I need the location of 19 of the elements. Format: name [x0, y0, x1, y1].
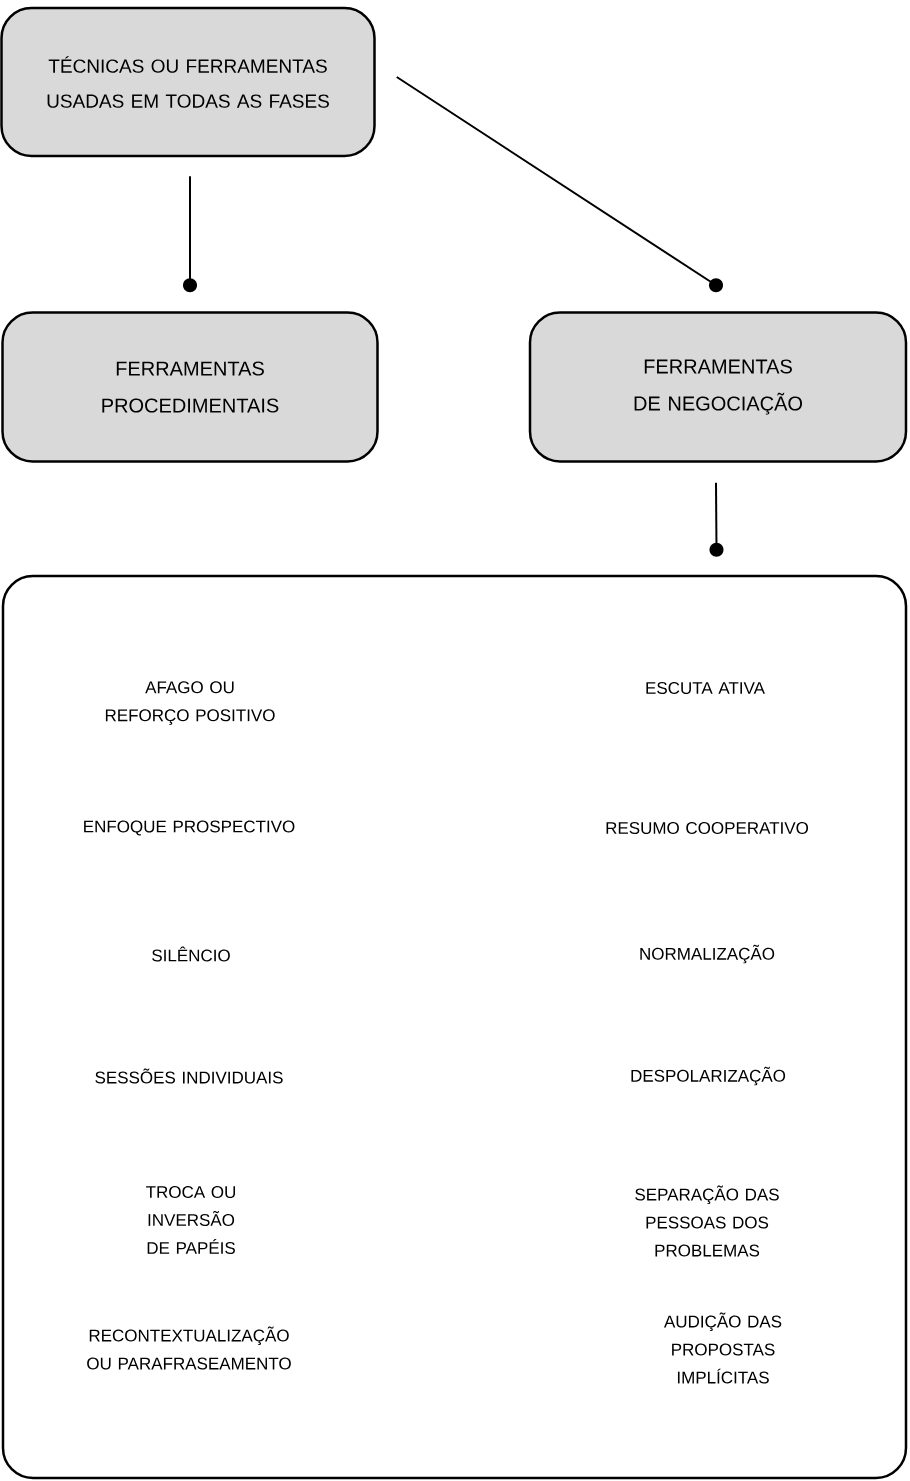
rounded-box: FERRAMENTAS DE NEGOCIAÇÃO [528, 311, 908, 463]
rounded-box: TÉCNICAS OU FERRAMENTAS USADAS EM TODAS AS FASES [0, 6, 376, 158]
list-item: SEPARAÇÃO DAS PESSOAS DOS PROBLEMAS [635, 1185, 779, 1257]
list-item: TROCA OU INVERSÃO DE PAPÉIS [146, 1186, 235, 1255]
list-item: AFAGO OU REFORÇO POSITIVO [105, 681, 275, 725]
list-item: RESUMO COOPERATIVO [606, 822, 809, 835]
list-item: ESCUTA ATIVA [646, 682, 765, 695]
list-item: NORMALIZAÇÃO [640, 944, 775, 964]
list-panel [1, 574, 908, 1480]
list-item: RECONTEXTUALIZAÇÃO OU PARAFRASEAMENTO [87, 1326, 291, 1370]
connector [709, 481, 724, 557]
list-item: SILÊNCIO [152, 946, 230, 962]
list-item: DESPOLARIZAÇÃO [631, 1066, 786, 1086]
rounded-box: FERRAMENTAS PROCEDIMENTAIS [1, 311, 379, 463]
list-item: AUDIÇÃO DAS PROPOSTAS IMPLÍCITAS [664, 1312, 782, 1384]
list-item: SESSÕES INDIVIDUAIS [95, 1068, 283, 1084]
list-item: ENFOQUE PROSPECTIVO [84, 820, 295, 836]
connector [183, 175, 197, 293]
connector [395, 76, 723, 293]
